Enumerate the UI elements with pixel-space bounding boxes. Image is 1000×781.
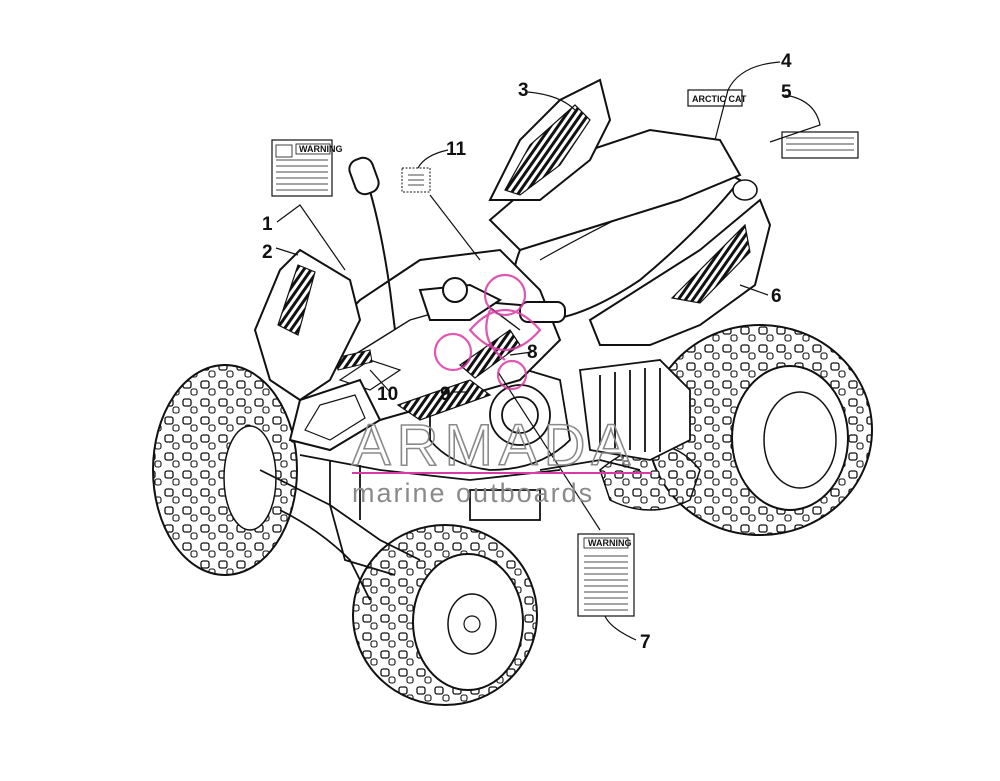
chassis-frame	[259, 454, 641, 601]
rear-right-wheel	[647, 324, 873, 536]
watermark: ARMADA marine outboards	[351, 273, 652, 508]
front-nose	[288, 378, 382, 452]
leader-8	[509, 351, 533, 356]
leader-4	[714, 61, 781, 141]
rear-fender	[588, 198, 772, 346]
front-fender	[253, 248, 362, 402]
leader-7	[604, 615, 637, 641]
callout-10: 10	[377, 384, 398, 405]
leader-6	[739, 284, 769, 296]
leader-10	[369, 369, 391, 393]
callout-5: 5	[781, 82, 792, 103]
watermark-logo-mark	[433, 273, 542, 391]
leader-lines	[275, 61, 821, 641]
callout-9: 9	[440, 384, 451, 405]
decal-4-brand: ARCTIC CAT	[687, 89, 747, 107]
rear-cowl-decal-3	[488, 78, 612, 201]
watermark-sub-text: marine outboards	[352, 478, 594, 508]
leader-7b	[497, 371, 601, 531]
decal-9-graphic	[396, 379, 492, 421]
decal-4-text: ARCTIC CAT	[692, 94, 747, 104]
leader-1	[276, 204, 346, 271]
callout-2: 2	[262, 242, 273, 263]
decal-11-label	[401, 167, 431, 193]
svg-text:WARNING: WARNING	[299, 144, 343, 154]
front-right-wheel	[352, 524, 538, 706]
leader-2	[275, 247, 299, 256]
callout-3: 3	[518, 80, 529, 101]
callout-6: 6	[771, 286, 782, 307]
decal-8-graphic	[459, 329, 521, 379]
callout-7: 7	[640, 632, 651, 653]
leader-3	[527, 91, 576, 111]
leader-5	[769, 94, 821, 143]
callout-1: 1	[262, 214, 273, 235]
leader-11b	[429, 194, 481, 261]
callout-11: 11	[446, 139, 467, 160]
watermark-main-text: ARMADA	[352, 413, 636, 478]
callout-8: 8	[527, 342, 538, 363]
decal-2-graphic	[277, 264, 316, 336]
front-left-wheel	[152, 364, 298, 576]
callout-4: 4	[781, 51, 792, 72]
decal-5-warning-strip	[781, 131, 859, 159]
decal-7-warning-label: WARNING	[577, 533, 635, 617]
handlebar	[348, 156, 566, 331]
svg-text:WARNING: WARNING	[588, 538, 632, 548]
decal-6-graphic	[670, 223, 751, 304]
callout-labels: 1 2 3 4 5 6 7 8 9 10 11	[262, 51, 792, 653]
leader-11	[417, 149, 449, 169]
decal-1-warning-label: WARNING	[271, 139, 343, 197]
